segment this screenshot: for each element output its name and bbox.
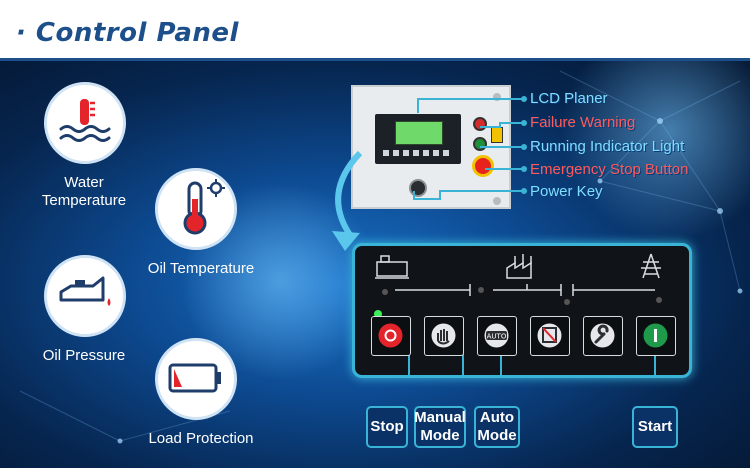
- network-lines: [19, 70, 743, 444]
- load-protection-icon: [155, 338, 237, 420]
- generator-breaker-button[interactable]: [530, 316, 570, 356]
- lcd-controller: [375, 114, 461, 164]
- auto-mode-button[interactable]: AUTO: [477, 316, 517, 356]
- load-protection-label: Load Protection: [148, 430, 254, 447]
- callout-failure-warning: Failure Warning: [530, 114, 636, 131]
- control-panel-front: AUTO: [352, 243, 692, 378]
- stop-button[interactable]: [371, 316, 411, 356]
- lcd-screen: [395, 121, 443, 145]
- header-divider: [0, 58, 750, 61]
- callout-emergency-stop: Emergency Stop Button: [530, 161, 689, 178]
- page-title: · Control Panel: [16, 18, 239, 48]
- oil-temperature-icon: [155, 168, 237, 250]
- start-button[interactable]: [636, 316, 676, 356]
- callout-connectors: [332, 96, 527, 251]
- oil-temperature-label: Oil Temperature: [147, 260, 255, 277]
- screw-icon: [493, 197, 501, 205]
- stop-label: Stop: [366, 406, 408, 448]
- oil-pressure-icon: [44, 255, 126, 337]
- emergency-stop-button[interactable]: [472, 155, 494, 177]
- callout-running-indicator: Running Indicator Light: [530, 138, 685, 155]
- manual-mode-button[interactable]: [424, 316, 464, 356]
- water-temperature-icon: [44, 82, 126, 164]
- callout-power-key: Power Key: [530, 183, 603, 200]
- oil-pressure-label: Oil Pressure: [42, 347, 126, 364]
- generator-icon: [375, 255, 409, 279]
- header-bar: · Control Panel: [0, 0, 750, 61]
- main-area: Water Temperature Oil Temperature Oil Pr…: [0, 61, 750, 468]
- water-temperature-label: Water Temperature: [41, 174, 127, 209]
- start-label: Start: [632, 406, 678, 448]
- auto-badge: AUTO: [487, 333, 507, 341]
- settings-button[interactable]: [583, 316, 623, 356]
- factory-icon: [506, 254, 532, 279]
- screw-icon: [493, 93, 501, 101]
- callout-lcd-planer: LCD Planer: [530, 90, 608, 107]
- power-tower-icon: [641, 253, 661, 279]
